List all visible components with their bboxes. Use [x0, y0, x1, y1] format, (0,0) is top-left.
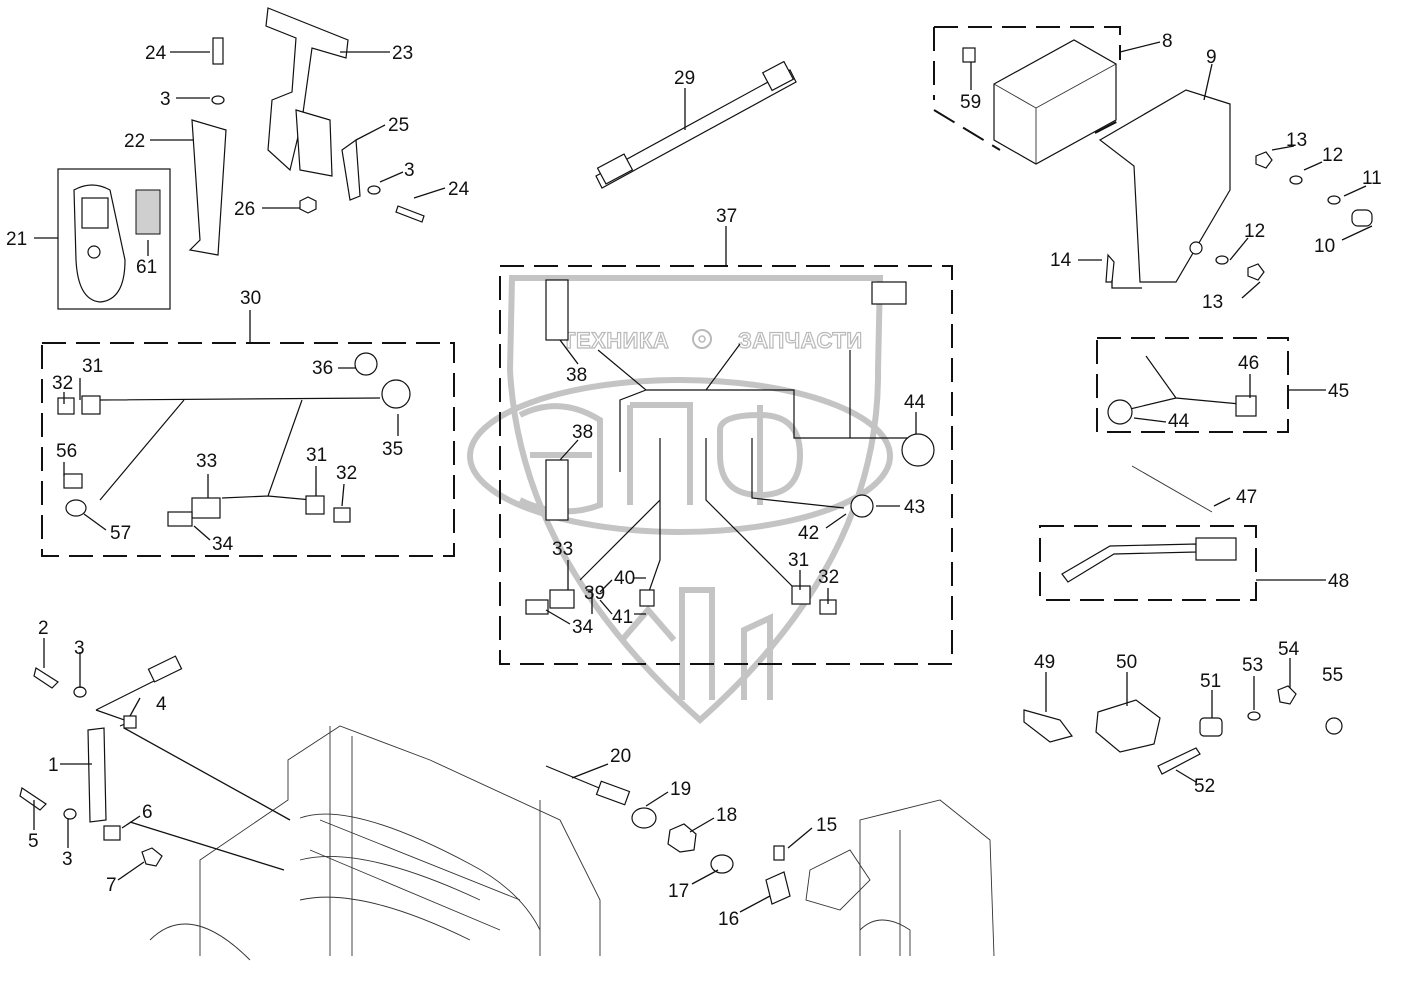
callout-50: 50	[1116, 652, 1137, 673]
callout-labels: 24 3 22 23 25 3 24 26 21 61 30 29 37 8 9…	[6, 31, 1382, 930]
harness-45-48	[1061, 355, 1257, 583]
callout-59: 59	[960, 92, 981, 113]
callout-12b: 12	[1244, 221, 1265, 242]
callout-25: 25	[388, 115, 409, 136]
callout-54: 54	[1278, 639, 1300, 660]
control-box	[962, 39, 1373, 283]
callout-3b: 3	[404, 160, 415, 181]
callout-18: 18	[716, 805, 737, 826]
callout-38b: 38	[572, 422, 593, 443]
callout-39: 39	[584, 583, 605, 604]
strut-assembly	[19, 655, 183, 867]
callout-21: 21	[6, 229, 27, 250]
callout-34b: 34	[572, 617, 594, 638]
callout-9: 9	[1206, 47, 1217, 68]
mounting-brackets	[188, 7, 425, 256]
callout-52: 52	[1194, 776, 1215, 797]
callout-1: 1	[48, 755, 59, 776]
callout-5: 5	[28, 831, 39, 852]
callout-10: 10	[1314, 236, 1335, 257]
callout-13a: 13	[1286, 130, 1307, 151]
callout-3c: 3	[74, 638, 85, 659]
callout-44b: 44	[1168, 411, 1190, 432]
callout-31c: 31	[788, 550, 809, 571]
harness-30	[57, 352, 411, 527]
callout-3d: 3	[62, 849, 73, 870]
callout-12a: 12	[1322, 145, 1343, 166]
callout-56: 56	[56, 441, 77, 462]
callout-13b: 13	[1202, 292, 1223, 313]
hydraulic-fittings	[545, 765, 791, 905]
fittings-49-55	[1023, 685, 1343, 775]
callout-33b: 33	[552, 539, 573, 560]
callout-30: 30	[240, 288, 261, 309]
watermark-right-word: ЗАПЧАСТИ	[738, 328, 863, 353]
callout-31b: 31	[306, 445, 327, 466]
callout-22: 22	[124, 131, 145, 152]
callout-43: 43	[904, 497, 925, 518]
callout-55: 55	[1322, 665, 1343, 686]
callout-32a: 32	[52, 373, 73, 394]
cable-29	[595, 60, 797, 189]
callout-16: 16	[718, 909, 739, 930]
watermark-gear-icon	[692, 329, 712, 349]
callout-7: 7	[106, 875, 117, 896]
callout-31a: 31	[82, 356, 103, 377]
callout-24b: 24	[448, 179, 470, 200]
callout-29: 29	[674, 68, 695, 89]
callout-41: 41	[612, 607, 633, 628]
callout-32c: 32	[818, 567, 839, 588]
hand-terminal	[57, 168, 171, 310]
callout-48: 48	[1328, 571, 1349, 592]
callout-3a: 3	[160, 89, 171, 110]
watermark-left-word: ТЕХНИКА	[562, 328, 669, 353]
machine-body	[149, 725, 995, 961]
callout-53: 53	[1242, 655, 1263, 676]
harness-37	[525, 279, 935, 615]
callout-37: 37	[716, 206, 737, 227]
callout-47: 47	[1236, 487, 1257, 508]
callout-24a: 24	[145, 43, 167, 64]
callout-14: 14	[1050, 250, 1072, 271]
callout-61: 61	[136, 257, 157, 278]
callout-33a: 33	[196, 451, 217, 472]
callout-20: 20	[610, 746, 631, 767]
callout-17: 17	[668, 881, 689, 902]
callout-15: 15	[816, 815, 837, 836]
callout-46: 46	[1238, 353, 1259, 374]
callout-44a: 44	[904, 392, 926, 413]
callout-45: 45	[1328, 381, 1349, 402]
callout-8: 8	[1162, 31, 1173, 52]
callout-2: 2	[38, 618, 49, 639]
callout-51: 51	[1200, 671, 1221, 692]
watermark-logo: ТЕХНИКА ЗАПЧАСТИ	[467, 275, 893, 725]
callout-42: 42	[798, 523, 819, 544]
group-frames	[41, 26, 1289, 665]
callout-4: 4	[156, 694, 167, 715]
callout-35: 35	[382, 439, 403, 460]
callout-36: 36	[312, 358, 333, 379]
callout-6: 6	[142, 802, 153, 823]
callout-23: 23	[392, 43, 413, 64]
callout-11: 11	[1362, 168, 1382, 189]
callout-38a: 38	[566, 365, 587, 386]
callout-26: 26	[234, 199, 255, 220]
callout-40: 40	[614, 568, 635, 589]
callout-19: 19	[670, 779, 691, 800]
callout-34a: 34	[212, 534, 234, 555]
callout-49: 49	[1034, 652, 1055, 673]
callout-57: 57	[110, 523, 131, 544]
leader-lines	[33, 41, 1373, 913]
callout-32b: 32	[336, 463, 357, 484]
